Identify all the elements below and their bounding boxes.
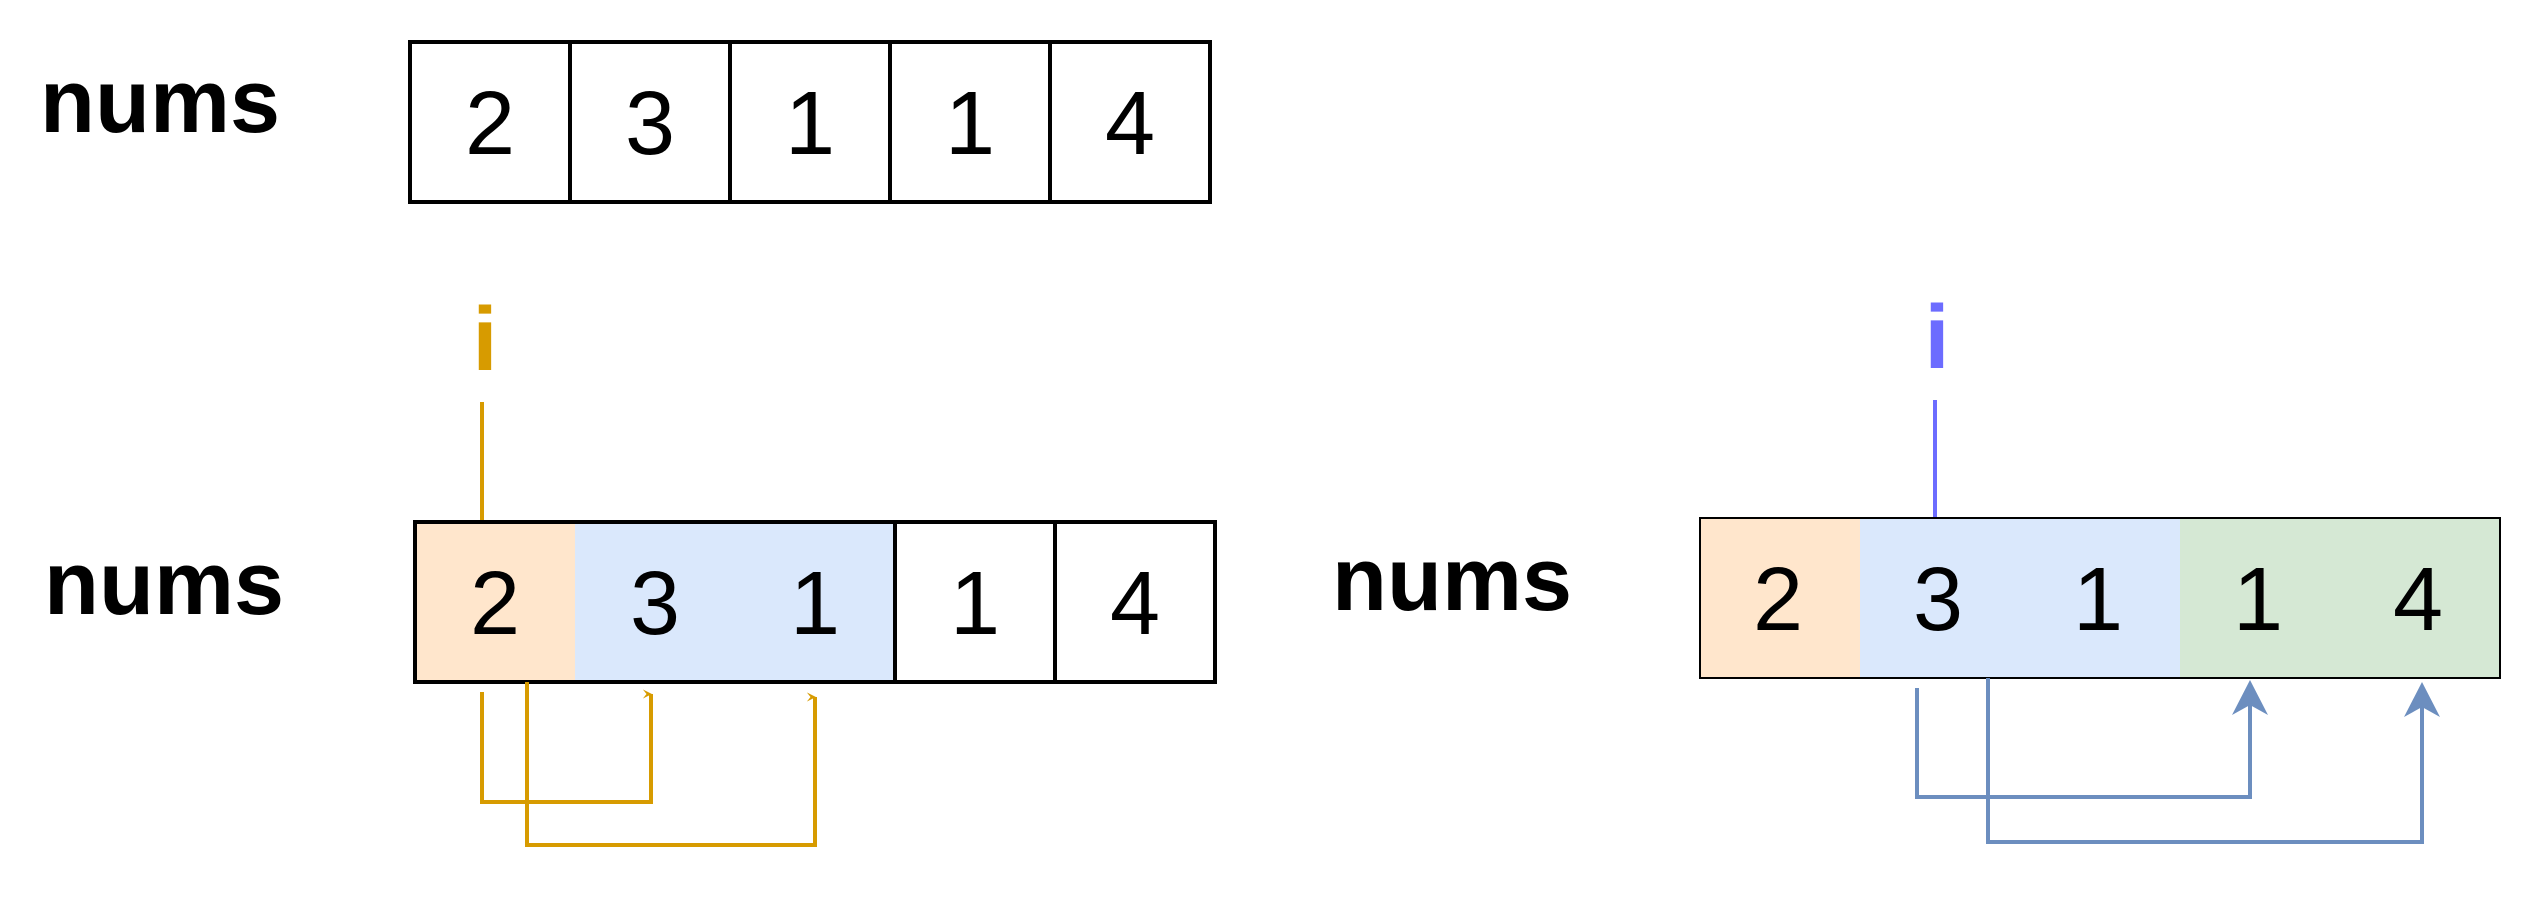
pointer-label-step2: i: [1924, 288, 1949, 388]
value-step2-3: 1: [2233, 550, 2283, 650]
value-step2-0: 2: [1753, 550, 1803, 650]
jump-arrow-step2-to-4: [1986, 678, 2424, 844]
jump-arrow-step2-to-3-head: [2232, 680, 2268, 715]
value-step1-1: 3: [630, 554, 680, 654]
value-step1-3: 1: [950, 554, 1000, 654]
fill-step2-0: [1700, 518, 1860, 678]
value-top-2: 1: [785, 74, 835, 174]
jump-arrow-step1-to-2: [525, 682, 817, 847]
value-step1-4: 4: [1110, 554, 1160, 654]
jump-arrow-step2-to-4-head: [2404, 682, 2440, 717]
value-step2-4: 4: [2393, 550, 2443, 650]
fill-step1-1: [575, 522, 895, 682]
fill-step1-0: [415, 522, 575, 682]
array-top: nums 2 3 1 1 4: [40, 40, 1212, 204]
value-step1-0: 2: [470, 554, 520, 654]
value-top-0: 2: [465, 74, 515, 174]
array-label-step2: nums: [1332, 530, 1572, 630]
outline-step1: [413, 520, 1217, 684]
value-step2-1: 3: [1913, 550, 1963, 650]
cells-top: [408, 40, 1212, 204]
value-top-1: 3: [625, 74, 675, 174]
value-top-3: 1: [945, 74, 995, 174]
pointer-label-step1: i: [472, 290, 497, 390]
array-step1: nums i 2 3 1 1 4: [44, 290, 1217, 847]
value-top-4: 4: [1105, 74, 1155, 174]
jump-arrow-step2-to-3: [1915, 688, 2252, 799]
value-step1-2: 1: [790, 554, 840, 654]
value-step2-2: 1: [2073, 550, 2123, 650]
array-label-top: nums: [40, 52, 280, 152]
fill-step2-3: [2180, 518, 2500, 678]
array-label-step1: nums: [44, 534, 284, 634]
jump-arrow-step1-to-1: [480, 689, 653, 804]
outline-step2: [1699, 517, 2501, 679]
cell-top-4: [1048, 40, 1212, 204]
fill-step2-1: [1860, 518, 2180, 678]
array-step2: nums i 2 3 1 1 4: [1332, 288, 2501, 844]
